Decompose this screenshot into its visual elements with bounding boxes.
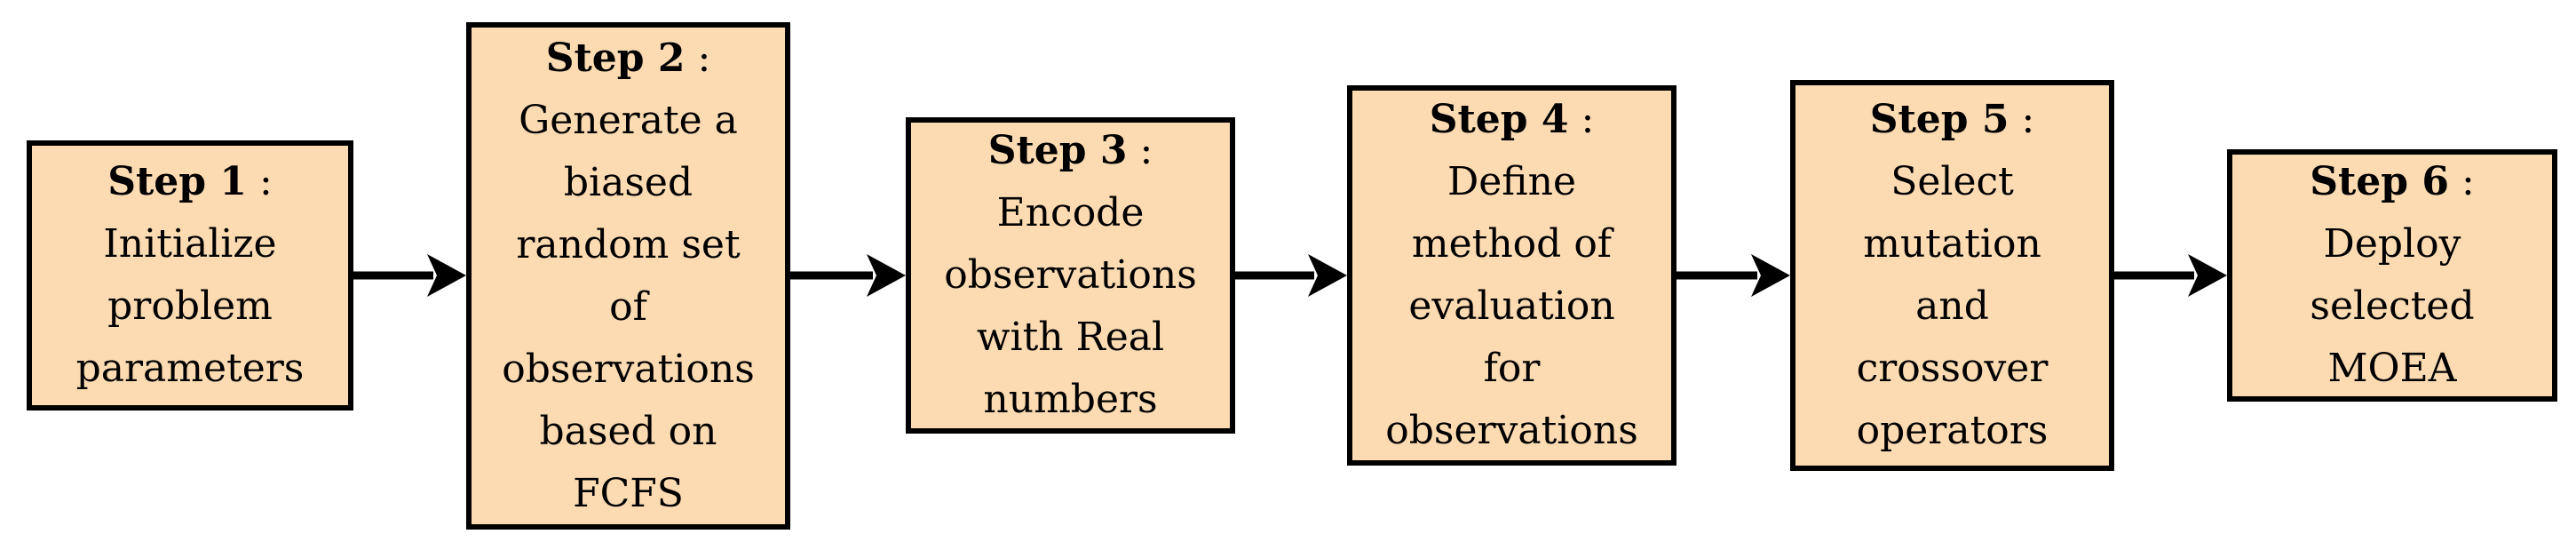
step-text-line: evaluation xyxy=(1408,283,1615,329)
step-box-5: Step 5 : Select mutation and crossover o… xyxy=(1790,80,2114,471)
step-separator: : xyxy=(2009,97,2035,142)
step-text-line: selected xyxy=(2310,283,2475,329)
step-text-line: of xyxy=(609,283,647,330)
step-text-line: Deploy xyxy=(2323,221,2461,267)
step-text-line: observations xyxy=(502,346,755,392)
step-box-3: Step 3 : Encode observations with Real n… xyxy=(906,117,1235,434)
step-label: Step 1 xyxy=(107,159,247,204)
step-text-line: mutation xyxy=(1863,221,2041,267)
step-text-line: observations xyxy=(944,252,1197,298)
step-box-1: Step 1 : Initialize problem parameters xyxy=(27,140,353,411)
arrow-right-icon xyxy=(1235,254,1347,297)
step-text-line: random set xyxy=(516,221,741,267)
step-text-line: observations xyxy=(1385,408,1638,453)
step-text-line: and xyxy=(1915,283,1989,329)
step-heading: Step 6 : xyxy=(2310,151,2475,213)
step-text-line: parameters xyxy=(75,346,305,391)
step-label: Step 5 xyxy=(1869,97,2009,142)
arrow-right-icon xyxy=(1676,254,1790,297)
step-text-line: Generate a xyxy=(519,97,738,143)
step-box-6: Step 6 : Deploy selected MOEA xyxy=(2227,149,2557,402)
step-text-line: crossover xyxy=(1856,346,2049,391)
step-text-line: numbers xyxy=(983,377,1158,422)
step-heading: Step 2 : xyxy=(546,28,711,90)
step-box-2: Step 2 : Generate a biased random set of… xyxy=(466,22,790,530)
step-text-line: for xyxy=(1483,346,1541,391)
arrow-right-icon xyxy=(2114,254,2227,297)
step-heading: Step 5 : xyxy=(1870,89,2035,151)
step-text-line: problem xyxy=(107,283,273,329)
step-heading: Step 4 : xyxy=(1430,89,1595,151)
step-text-line: operators xyxy=(1856,408,2049,453)
step-label: Step 2 xyxy=(545,35,686,81)
arrow-right-icon xyxy=(353,254,466,297)
step-heading: Step 1 : xyxy=(107,151,273,213)
arrow-right-icon xyxy=(790,254,906,297)
step-text-line: method of xyxy=(1411,221,1613,267)
step-label: Step 3 xyxy=(987,128,1128,173)
step-text-line: based on xyxy=(539,408,717,454)
step-box-4: Step 4 : Define method of evaluation for… xyxy=(1347,85,1676,466)
step-text-line: FCFS xyxy=(573,470,684,516)
step-label: Step 4 xyxy=(1429,97,1569,142)
step-text-line: Initialize xyxy=(103,221,277,267)
step-text-line: with Real xyxy=(976,315,1165,360)
step-label: Step 6 xyxy=(2310,159,2449,204)
step-separator: : xyxy=(685,35,711,81)
step-separator: : xyxy=(1127,128,1153,173)
step-text-line: Select xyxy=(1890,159,2014,204)
step-separator: : xyxy=(1568,97,1595,142)
step-separator: : xyxy=(2448,159,2475,204)
step-separator: : xyxy=(246,159,273,204)
step-text-line: biased xyxy=(563,159,694,205)
step-heading: Step 3 : xyxy=(988,120,1153,182)
step-text-line: Define xyxy=(1447,159,1577,204)
step-text-line: Encode xyxy=(996,190,1145,235)
step-text-line: MOEA xyxy=(2327,346,2457,391)
